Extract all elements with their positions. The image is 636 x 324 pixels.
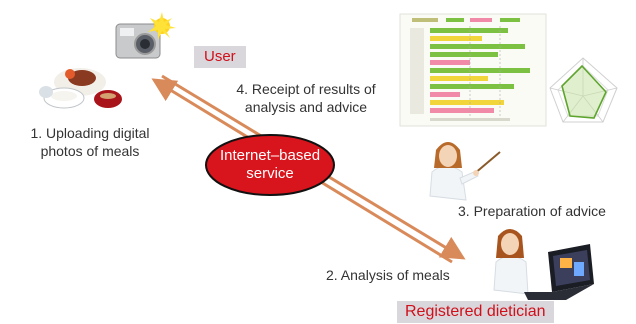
step-1-line-1: 1. Uploading digital bbox=[30, 125, 150, 141]
radar-chart-icon bbox=[549, 57, 618, 123]
step-1-caption: 1. Uploading digital photos of meals bbox=[20, 124, 160, 160]
step-4-caption: 4. Receipt of results of analysis and ad… bbox=[218, 80, 394, 116]
nutrition-report-chart-icon bbox=[399, 13, 547, 127]
dietician-with-pointer-icon bbox=[429, 142, 501, 201]
step-3-caption: 3. Preparation of advice bbox=[458, 203, 606, 219]
step-1-line-2: photos of meals bbox=[40, 143, 140, 159]
dietician-label: Registered dietician bbox=[397, 301, 554, 323]
internet-service-line-1: Internet–based bbox=[219, 147, 321, 164]
camera-icon bbox=[115, 12, 176, 59]
internet-service-line-2: service bbox=[246, 165, 294, 182]
meal-photos-icon bbox=[39, 68, 122, 109]
internet-service-label: Internet–based service bbox=[205, 147, 335, 183]
step-4-line-2: analysis and advice bbox=[244, 99, 368, 115]
dietician-at-laptop-icon bbox=[493, 229, 594, 300]
internet-service-ellipse bbox=[205, 134, 335, 196]
step-2-caption: 2. Analysis of meals bbox=[326, 267, 450, 283]
step-4-line-1: 4. Receipt of results of bbox=[236, 81, 376, 97]
user-label: User bbox=[194, 46, 246, 68]
